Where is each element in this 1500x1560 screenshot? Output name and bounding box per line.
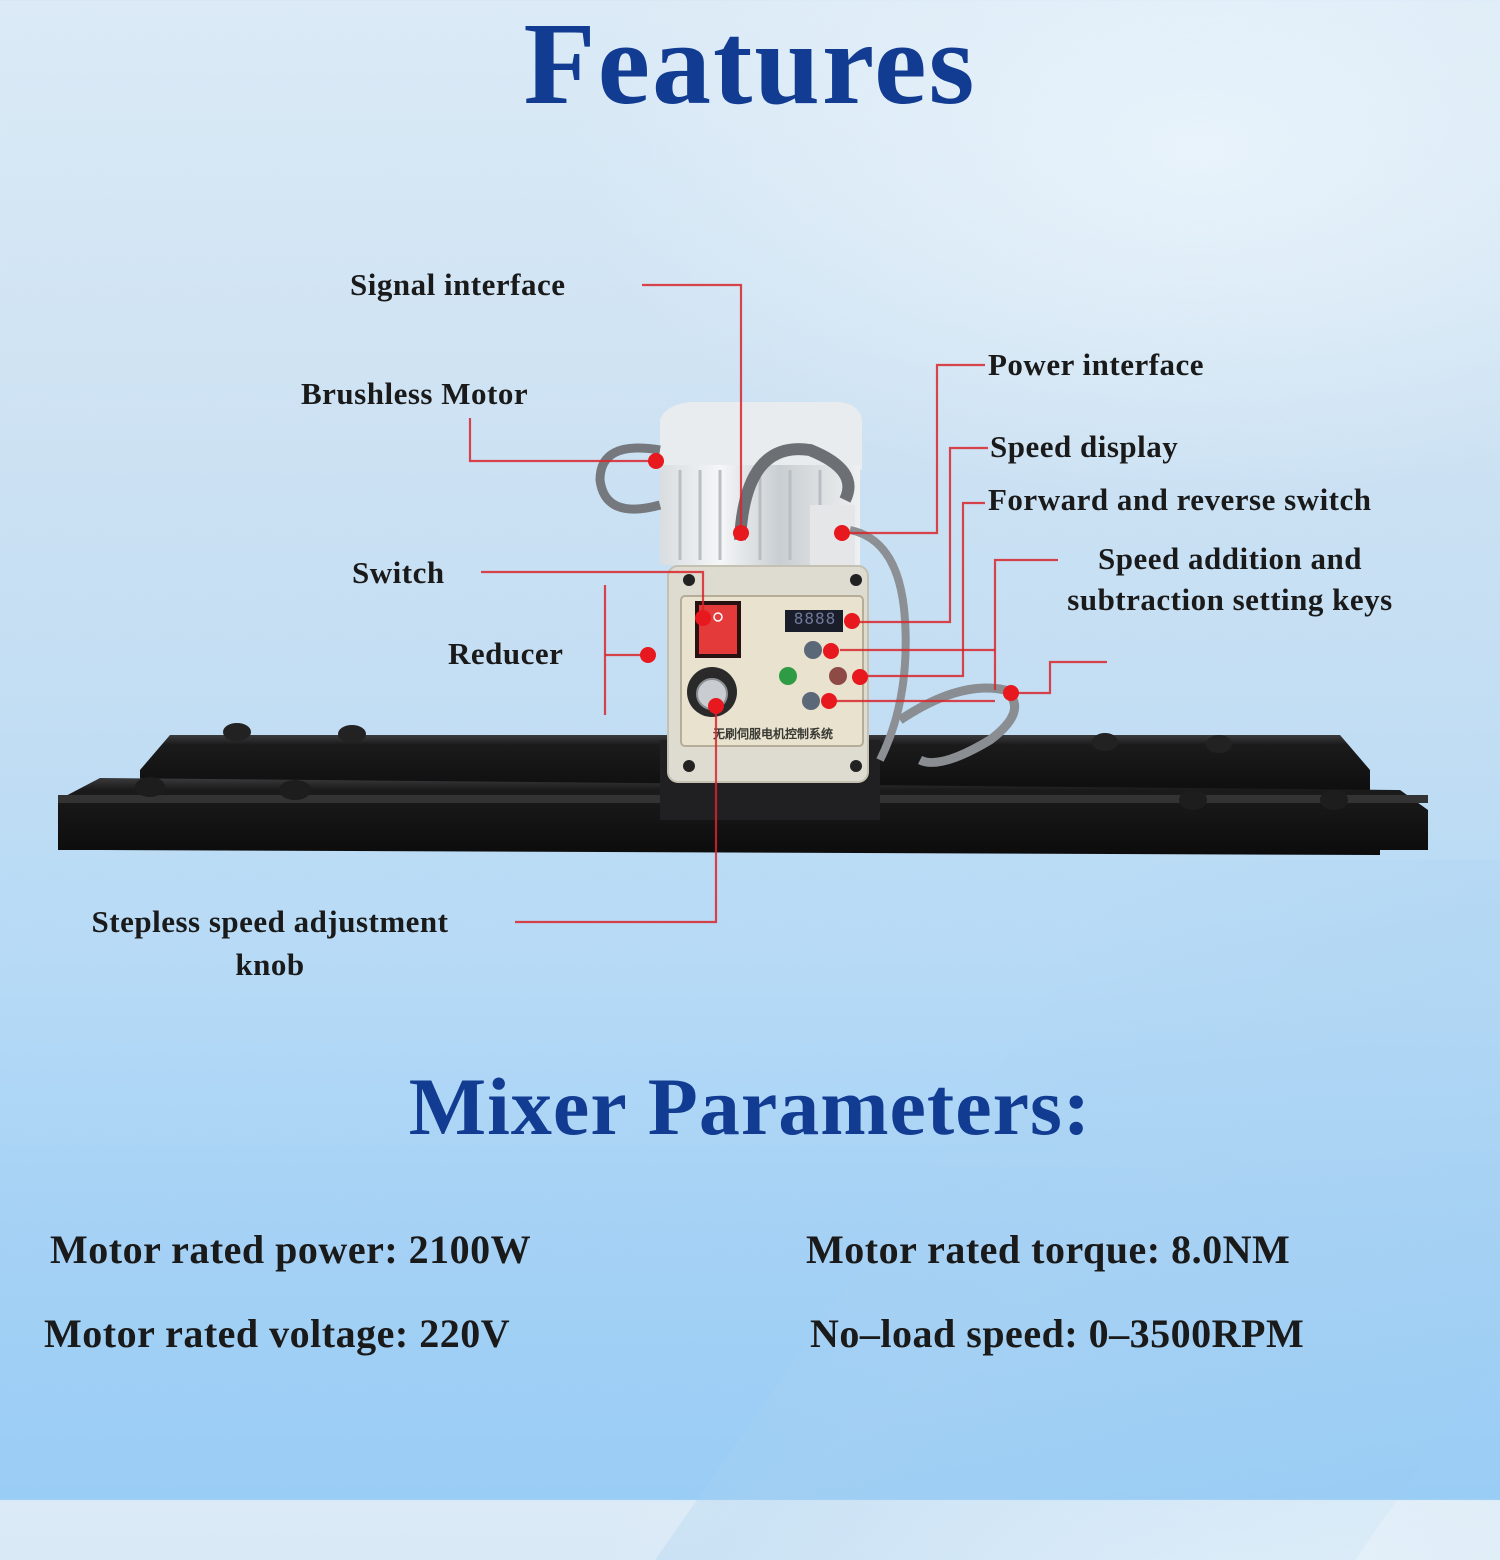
product-illustration bbox=[58, 402, 1428, 855]
motor bbox=[595, 402, 1019, 767]
callout-switch: Switch bbox=[352, 555, 445, 590]
callout-forward-reverse-switch: Forward and reverse switch bbox=[988, 482, 1372, 517]
callout-knob-line1: Stepless speed adjustment bbox=[91, 904, 449, 939]
callout-speed-display: Speed display bbox=[990, 429, 1179, 464]
callout-power-interface: Power interface bbox=[988, 347, 1205, 382]
callout-speed-keys-line1: Speed addition and bbox=[1098, 541, 1362, 576]
callout-speed-keys: Speed addition and subtraction setting k… bbox=[1020, 540, 1440, 618]
speed-display-digits: 8888 bbox=[793, 609, 837, 628]
panel-label: 无刷伺服电机控制系统 bbox=[712, 727, 833, 741]
callout-brushless-motor: Brushless Motor bbox=[301, 376, 529, 411]
features-title: Features bbox=[523, 0, 977, 129]
callout-knob-line2: knob bbox=[235, 947, 305, 983]
callout-stepless-knob: Stepless speed adjustment knob bbox=[40, 903, 500, 983]
parameters-title: Mixer Parameters: bbox=[408, 1061, 1092, 1152]
callout-reducer: Reducer bbox=[448, 636, 564, 671]
param-rated-power: Motor rated power: 2100W bbox=[50, 1227, 532, 1272]
param-rated-torque: Motor rated torque: 8.0NM bbox=[806, 1227, 1291, 1272]
callout-lines bbox=[468, 283, 1107, 924]
background-sheen bbox=[654, 860, 1500, 1560]
callout-signal-interface: Signal interface bbox=[350, 267, 566, 302]
control-box bbox=[667, 565, 869, 783]
param-rated-voltage: Motor rated voltage: 220V bbox=[44, 1311, 511, 1356]
callout-speed-keys-line2: subtraction setting keys bbox=[1067, 582, 1393, 618]
param-no-load-speed: No–load speed: 0–3500RPM bbox=[810, 1311, 1305, 1356]
front-rail bbox=[58, 777, 1428, 855]
